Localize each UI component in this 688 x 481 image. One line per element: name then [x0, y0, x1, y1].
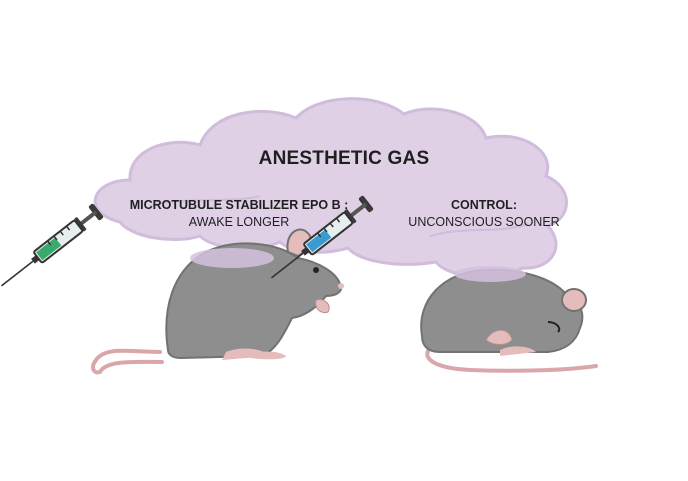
mouse-icon — [420, 266, 598, 373]
control-group-outcome: UNCONSCIOUS SOONER — [408, 215, 560, 229]
mouse-icon — [91, 228, 344, 375]
syringe-icon — [270, 195, 374, 279]
control-group-heading: CONTROL: — [451, 198, 517, 212]
gas-cloud-icon — [93, 97, 568, 279]
treated-group-outcome: AWAKE LONGER — [188, 215, 290, 229]
gas-title: ANESTHETIC GAS — [258, 148, 430, 169]
treated-group-heading: MICROTUBULE STABILIZER EPO B : — [129, 198, 349, 212]
syringe-icon — [0, 203, 104, 287]
